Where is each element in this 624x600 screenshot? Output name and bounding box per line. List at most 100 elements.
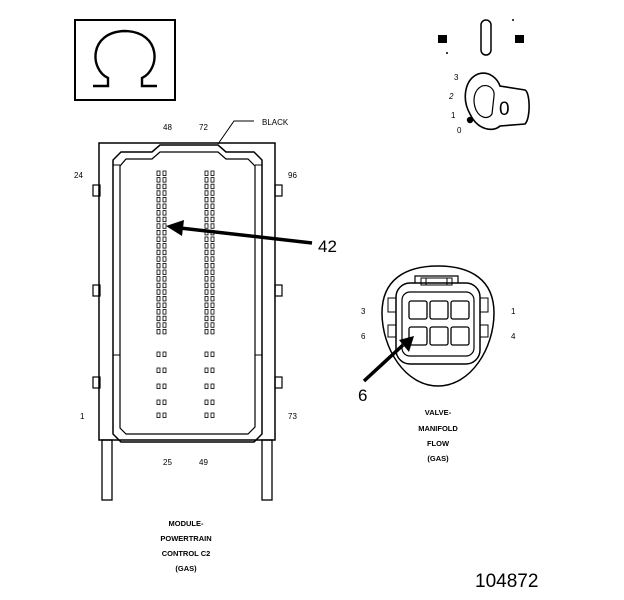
pin-cavity (210, 282, 215, 289)
pin-cavity (156, 399, 161, 405)
pin-cavity (210, 328, 215, 335)
pin-cavity (210, 210, 215, 216)
pin-cavity (210, 315, 215, 322)
pin-cavity (210, 236, 215, 242)
valve-caption-line-4: (GAS) (427, 454, 449, 463)
pin-cavity (156, 351, 161, 357)
pin-cavity (162, 203, 167, 209)
pin-cavity (204, 249, 209, 256)
pin-cavity (204, 256, 209, 262)
pin-cavity (204, 210, 209, 216)
pin-cavity (162, 328, 167, 335)
valve-pin-label-4: 4 (511, 332, 516, 341)
pin-cavity (156, 256, 161, 262)
pin-cavity (156, 203, 161, 209)
valve-pin-label-3: 3 (361, 307, 366, 316)
pin-cavity (162, 177, 167, 183)
pin-cavity (156, 210, 161, 216)
ignition-position-2: 2 (448, 92, 454, 101)
pcm-caption-line-1: MODULE- (169, 519, 204, 528)
pcm-pin-label-73: 73 (288, 412, 297, 421)
pin-cavity (162, 262, 167, 269)
pin-cavity (204, 322, 209, 328)
pin-cavity (156, 282, 161, 289)
pin-cavity (156, 183, 161, 190)
pcm-pin-label-1: 1 (80, 412, 85, 421)
pcm-caption-line-4: (GAS) (175, 564, 197, 573)
pin-cavity (204, 223, 209, 229)
pin-cavity (156, 196, 161, 203)
pin-cavity (204, 383, 209, 389)
pcm-pin-label-49: 49 (199, 458, 208, 467)
pin-cavity (210, 289, 215, 295)
pin-cavity (210, 367, 215, 373)
pin-cavity (210, 399, 215, 405)
pcm-pin-label-72: 72 (199, 123, 208, 132)
pin-cavity (162, 289, 167, 295)
pin-cavity (210, 351, 215, 357)
pcm-pin-label-24: 24 (74, 171, 83, 180)
pin-cavity (156, 412, 161, 418)
pin-cavity (156, 302, 161, 308)
ignition-position-1: 1 (451, 111, 456, 120)
pin-cavity (204, 243, 209, 249)
pin-cavity (204, 262, 209, 269)
pin-cavity (210, 309, 215, 315)
pin-cavity (162, 322, 167, 328)
pin-cavity (204, 315, 209, 322)
pin-cavity (156, 328, 161, 335)
pin-cavity (204, 183, 209, 190)
pcm-pin-label-96: 96 (288, 171, 297, 180)
pcm-connector (92, 142, 283, 501)
pin-cavity (156, 322, 161, 328)
pin-cavity (210, 276, 215, 282)
pcm-caption-line-2: POWERTRAIN (160, 534, 211, 543)
pin-cavity (162, 183, 167, 190)
pin-cavity (210, 243, 215, 249)
pin-cavity (204, 236, 209, 242)
pin-cavity (210, 183, 215, 190)
pin-cavity (204, 351, 209, 357)
ignition-key-icon (438, 19, 530, 131)
pin-cavity (162, 302, 167, 308)
pin-cavity (162, 216, 167, 223)
valve-caption-line-3: FLOW (427, 439, 450, 448)
pin-cavity (162, 383, 167, 389)
pin-cavity (162, 190, 167, 196)
pin-cavity (210, 170, 215, 176)
pin-cavity (204, 289, 209, 295)
pin-cavity (210, 177, 215, 183)
pin-cavity (210, 190, 215, 196)
pin-cavity (162, 210, 167, 216)
pin-cavity (204, 309, 209, 315)
pin-cavity (210, 249, 215, 256)
callout-42: 42 (318, 237, 337, 256)
pin-cavity (156, 315, 161, 322)
pin-cavity (162, 269, 167, 275)
pin-cavity (204, 399, 209, 405)
pin-cavity (162, 399, 167, 405)
pin-cavity (156, 190, 161, 196)
callout-arrow-42 (166, 220, 313, 245)
pin-cavity (162, 351, 167, 357)
pin-cavity (210, 269, 215, 275)
pin-cavity (162, 223, 167, 229)
callout-6: 6 (358, 386, 367, 405)
pin-cavity (162, 196, 167, 203)
pin-cavity (210, 196, 215, 203)
pcm-pin-cavities (156, 170, 215, 418)
connector-color-label: BLACK (262, 118, 289, 127)
pin-cavity (204, 276, 209, 282)
pin-cavity (210, 412, 215, 418)
valve-pin-label-6: 6 (361, 332, 366, 341)
pin-cavity (210, 383, 215, 389)
pin-cavity (162, 249, 167, 256)
ignition-position-0: 0 (457, 126, 462, 135)
pin-cavity (210, 295, 215, 302)
pin-cavity (162, 229, 167, 236)
pin-cavity (162, 243, 167, 249)
pin-cavity (210, 262, 215, 269)
pin-cavity (156, 276, 161, 282)
pin-cavity (162, 256, 167, 262)
